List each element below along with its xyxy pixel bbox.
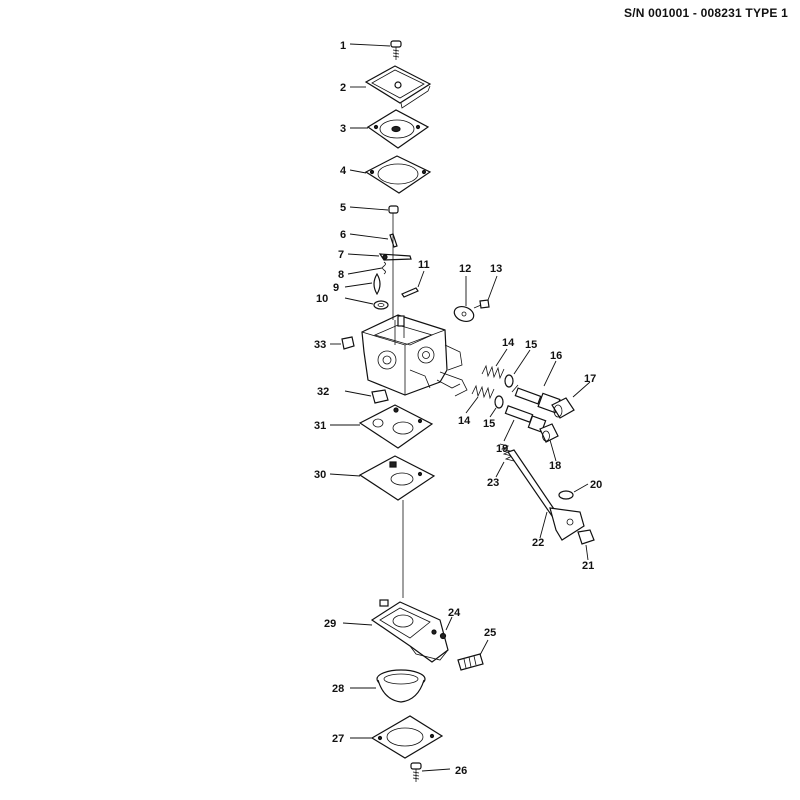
callout-18: 18	[549, 460, 561, 472]
part-17-limiter-cap	[551, 381, 591, 419]
part-19-adjust-needle	[503, 405, 547, 442]
callout-21: 21	[582, 560, 594, 572]
callout-25: 25	[484, 627, 496, 639]
carburetor-body	[361, 314, 468, 397]
callout-10: 10	[316, 293, 328, 305]
part-21-nut	[577, 529, 595, 561]
callout-14-upper: 14	[502, 337, 515, 349]
part-27-cover-plate	[350, 715, 444, 759]
part-4-gasket	[349, 155, 432, 194]
callout-14-lower: 14	[458, 415, 471, 427]
callout-9: 9	[333, 282, 339, 294]
callout-29: 29	[324, 618, 336, 630]
part-30-gasket	[329, 455, 436, 501]
callout-19: 19	[496, 443, 508, 455]
callout-13: 13	[490, 263, 502, 275]
callout-32: 32	[317, 386, 329, 398]
part-32-cap	[344, 389, 389, 404]
callout-15-lower: 15	[483, 418, 495, 430]
callout-5: 5	[340, 202, 346, 214]
callout-20: 20	[590, 479, 602, 491]
part-9-needle-valve	[344, 272, 381, 296]
callout-8: 8	[338, 269, 344, 281]
part-26-screw	[410, 762, 451, 782]
callout-6: 6	[340, 229, 346, 241]
part-28-filter-cup	[350, 669, 426, 703]
part-8-spring	[347, 261, 386, 275]
part-5-valve-screw	[349, 205, 399, 222]
part-3-diaphragm	[350, 109, 430, 149]
callout-27: 27	[332, 733, 344, 745]
part-2-cover-plate	[350, 65, 432, 109]
callout-3: 3	[340, 123, 346, 135]
part-11-pin	[401, 270, 425, 298]
part-20-screw	[558, 483, 589, 500]
callout-4: 4	[340, 165, 347, 177]
part-15-oring-lower	[489, 395, 504, 418]
part-15-oring-upper	[504, 349, 531, 388]
callout-28: 28	[332, 683, 344, 695]
part-23-return-spring	[495, 443, 515, 478]
part-10-washer	[344, 297, 389, 310]
part-7-metering-lever	[347, 253, 412, 261]
callout-labels: 1 2 3 4 5 6 7 8 9 10 11 12 13 14 15 16 1…	[314, 40, 602, 777]
part-18-limiter-cap	[539, 423, 559, 462]
part-31-pump-diaphragm	[330, 404, 434, 449]
callout-7: 7	[338, 249, 344, 261]
part-14-spring-lower	[465, 384, 495, 414]
callout-31: 31	[314, 420, 326, 432]
serial-number-header: S/N 001001 - 008231 TYPE 1	[624, 6, 788, 20]
part-12-throttle-plate	[453, 276, 475, 323]
callout-16: 16	[550, 350, 562, 362]
callout-33: 33	[314, 339, 326, 351]
callout-12: 12	[459, 263, 471, 275]
part-29-pump-body	[342, 599, 449, 663]
callout-30: 30	[314, 469, 326, 481]
part-22-throttle-shaft	[507, 449, 585, 541]
part-24-plug	[439, 616, 453, 640]
callout-17: 17	[584, 373, 596, 385]
callout-1: 1	[340, 40, 346, 52]
callout-26: 26	[455, 765, 467, 777]
part-14-spring-upper	[481, 348, 508, 380]
part-25-idle-screw	[457, 639, 489, 671]
part-13-screw	[473, 275, 498, 309]
part-33-fitting	[330, 336, 355, 350]
callout-2: 2	[340, 82, 346, 94]
callout-22: 22	[532, 537, 544, 549]
part-1-screw	[349, 40, 402, 60]
part-6-pin	[349, 233, 398, 248]
callout-11: 11	[418, 259, 430, 271]
callout-23: 23	[487, 477, 499, 489]
callout-15-upper: 15	[525, 339, 537, 351]
callout-24: 24	[448, 607, 461, 619]
